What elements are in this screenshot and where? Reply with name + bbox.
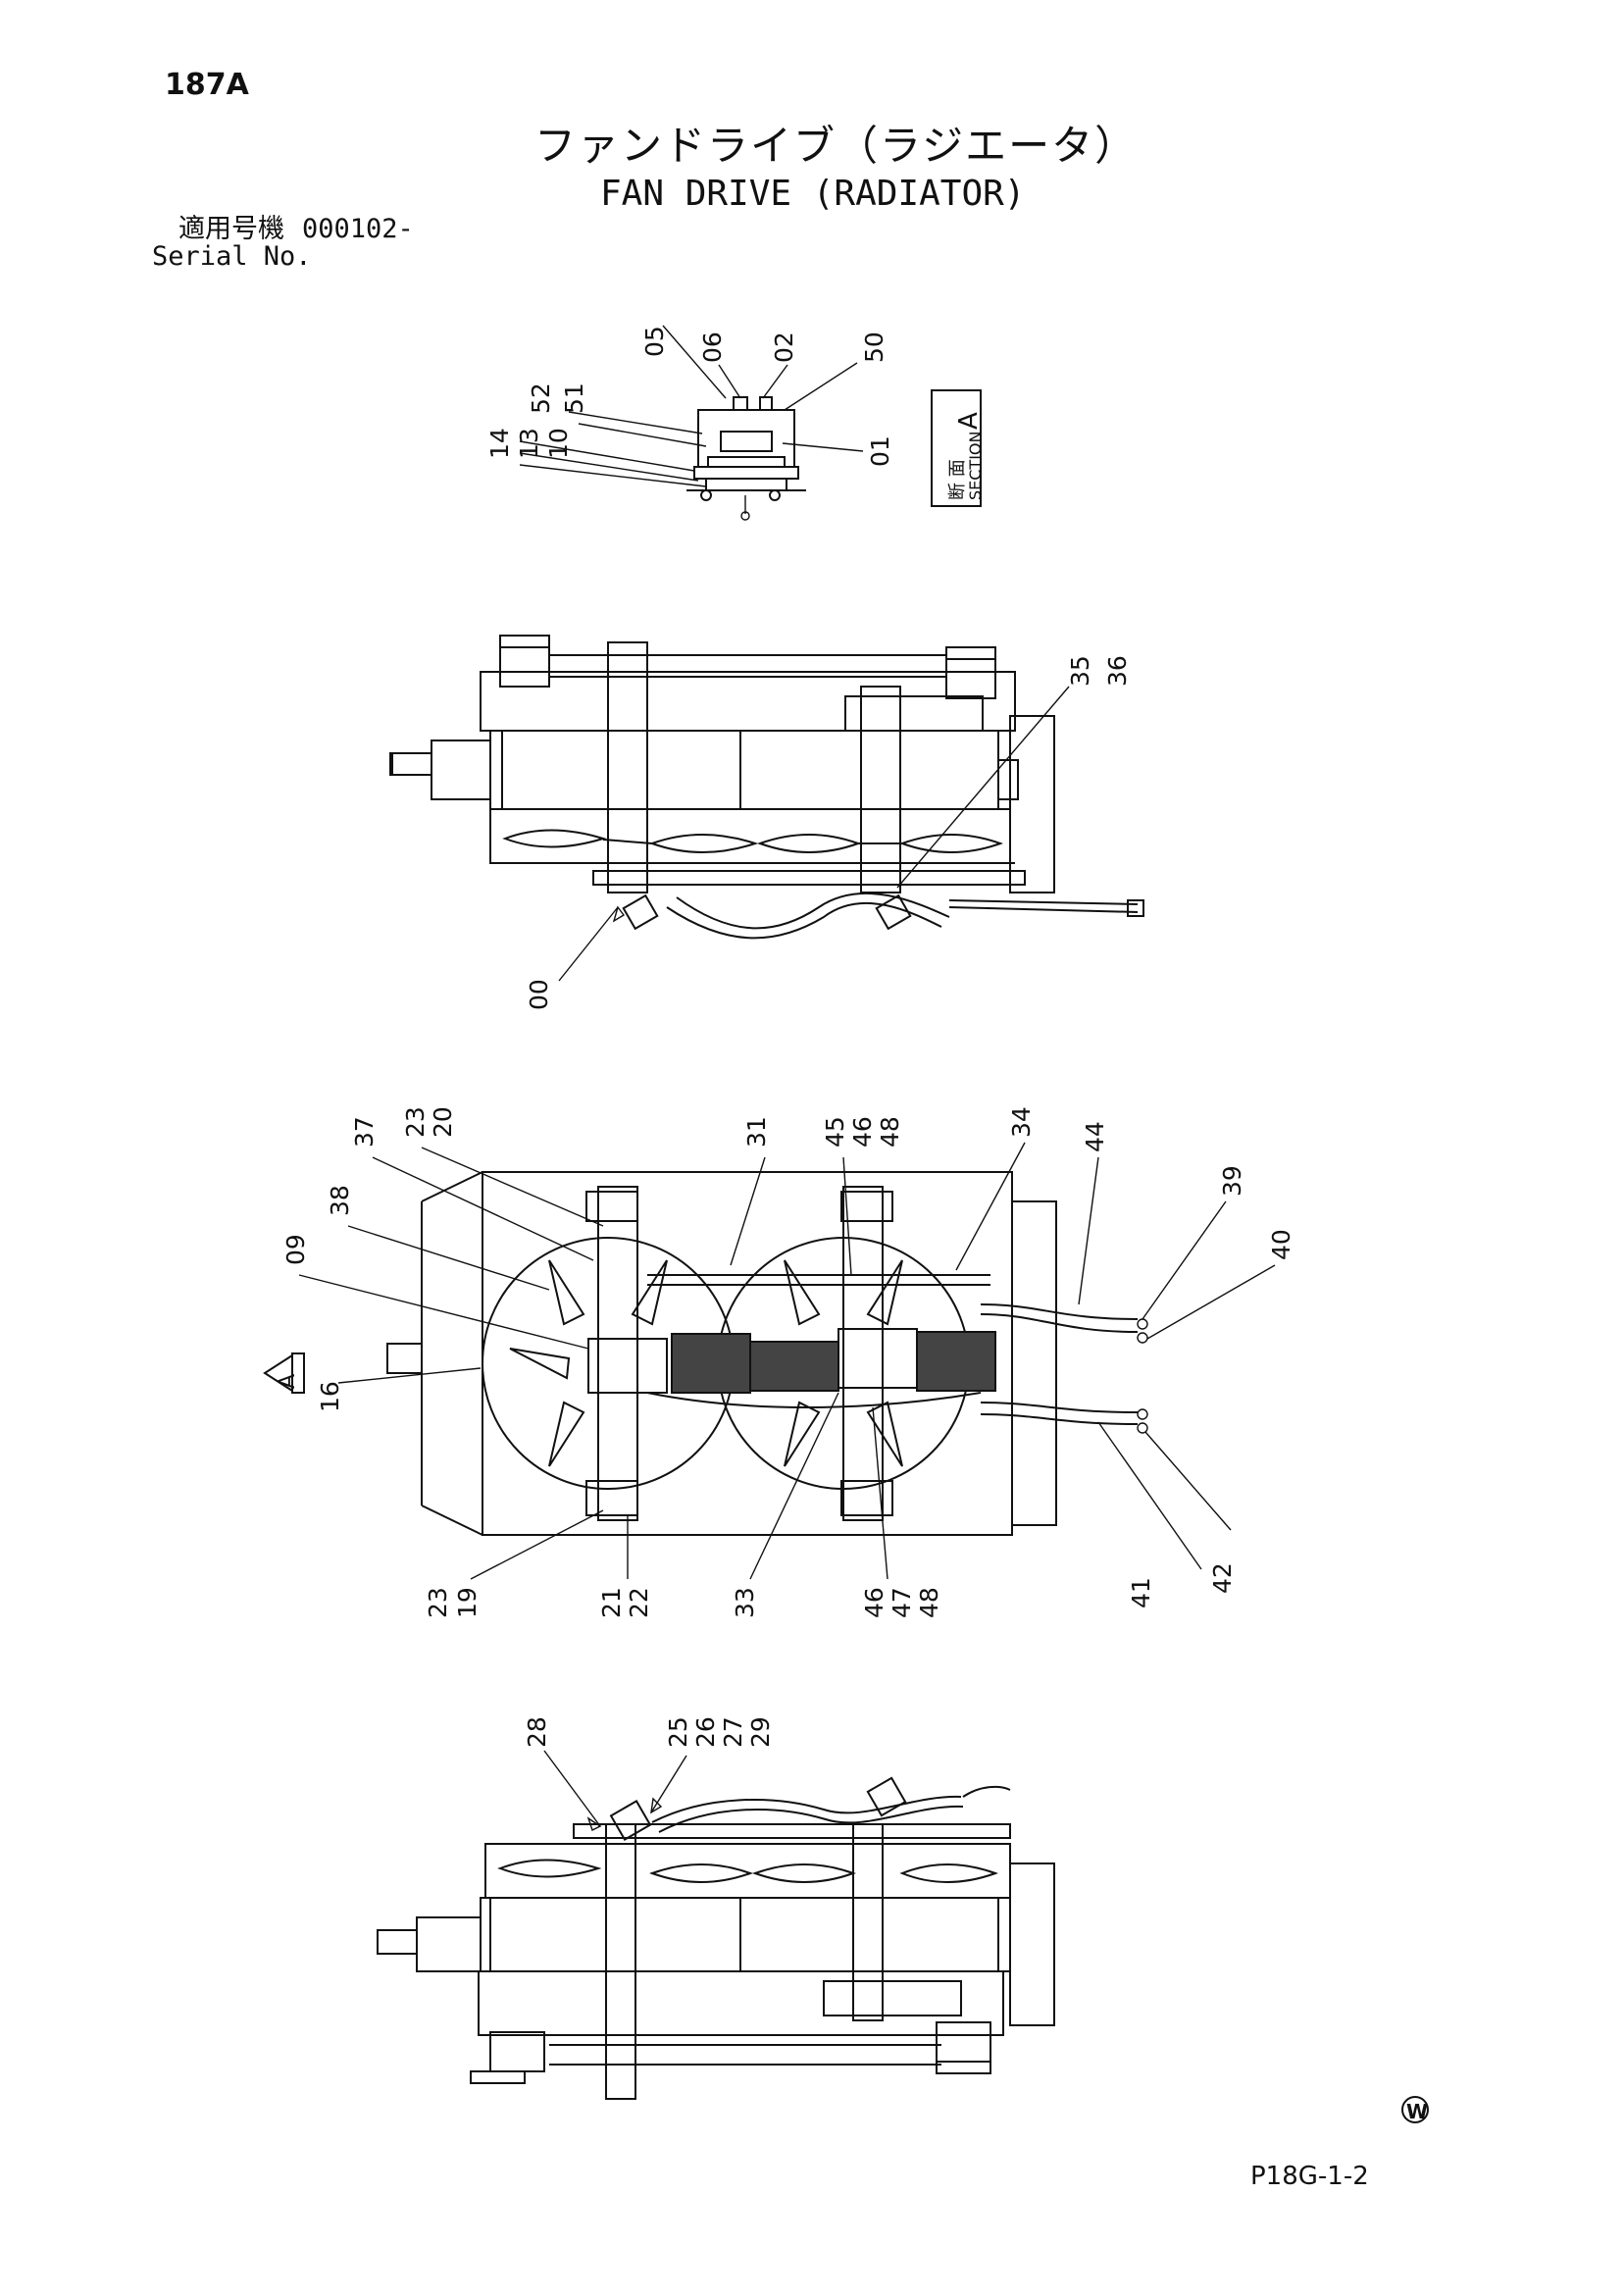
plan-view-leaders [298,1142,1276,1580]
side-view-bottom-leaders [543,1750,687,1831]
plan-view-labels: 23 20 37 38 09 16 31 45 46 48 34 44 39 4… [281,1106,1295,1618]
part-label: 51 [560,383,588,414]
part-label: 34 [1007,1106,1036,1138]
part-label: 14 [485,428,514,459]
part-label: 29 [746,1716,775,1748]
part-label: 23 [401,1106,430,1138]
side-view-top-leaders [558,686,1070,982]
side-view-bottom-labels: 28 25 26 27 29 [523,1716,775,1748]
part-label: 50 [860,332,888,363]
part-label: 42 [1208,1562,1237,1594]
part-label: 02 [770,332,798,363]
title-japanese: ファンドライブ（ラジエータ） [534,122,1139,170]
part-label: 23 [424,1587,452,1618]
side-view-bottom [377,1776,1055,2100]
part-label: 33 [731,1587,759,1618]
part-label: 36 [1103,655,1132,687]
part-label: 00 [525,979,553,1010]
section-a-leaders [519,325,864,487]
section-tag: 断 面 SECTION A [931,389,985,507]
part-label: 47 [888,1587,916,1618]
part-label: 06 [698,332,727,363]
part-label: 16 [316,1381,344,1412]
section-a-view [686,396,806,521]
drawing-code: P18G-1-2 [1250,2162,1369,2191]
serial-label-english: Serial No. [152,241,312,272]
part-label: 20 [429,1106,457,1138]
section-tag-letter: A [954,412,984,430]
footer-mark: W [1401,2096,1429,2123]
footer-mark-letter: W [1406,2100,1428,2123]
part-label: 22 [625,1587,653,1618]
part-label: 27 [719,1716,747,1748]
part-label: 40 [1267,1229,1295,1260]
part-label: 48 [876,1116,904,1148]
part-label: 13 [515,428,543,459]
part-label: 41 [1127,1577,1155,1608]
part-label: 05 [640,326,669,357]
part-label: 25 [664,1716,692,1748]
plan-view [386,1171,1148,1536]
part-label: 35 [1066,655,1094,687]
part-label: 46 [848,1116,877,1148]
part-label: 19 [453,1587,482,1618]
part-label: 48 [915,1587,943,1618]
view-marker-a: A [263,1352,305,1394]
part-label: 21 [597,1587,626,1618]
page-number: 187A [165,68,249,102]
part-label: 31 [742,1116,771,1148]
part-label: 01 [866,435,894,467]
part-label: 38 [326,1185,354,1216]
serial-label-japanese: 適用号機 [178,214,284,244]
part-label: 46 [860,1587,888,1618]
part-label: 39 [1218,1165,1246,1197]
part-label: 26 [691,1716,720,1748]
section-tag-jp: 断 面 [947,459,968,500]
side-view-top [389,635,1144,940]
serial-number-value: 000102- [302,214,414,244]
section-a-labels: 05 06 02 50 52 51 14 13 10 01 [485,326,894,467]
part-label: 52 [527,383,555,414]
part-label: 37 [350,1116,379,1148]
side-view-top-labels: 35 36 00 [525,655,1132,1010]
part-label: 09 [281,1234,310,1265]
part-label: 45 [821,1116,849,1148]
title-english: FAN DRIVE (RADIATOR) [600,174,1026,214]
part-label: 28 [523,1716,551,1748]
view-marker-letter: A [276,1374,300,1389]
part-label: 10 [544,428,573,459]
part-label: 44 [1081,1121,1109,1152]
section-tag-en: SECTION [966,432,985,501]
